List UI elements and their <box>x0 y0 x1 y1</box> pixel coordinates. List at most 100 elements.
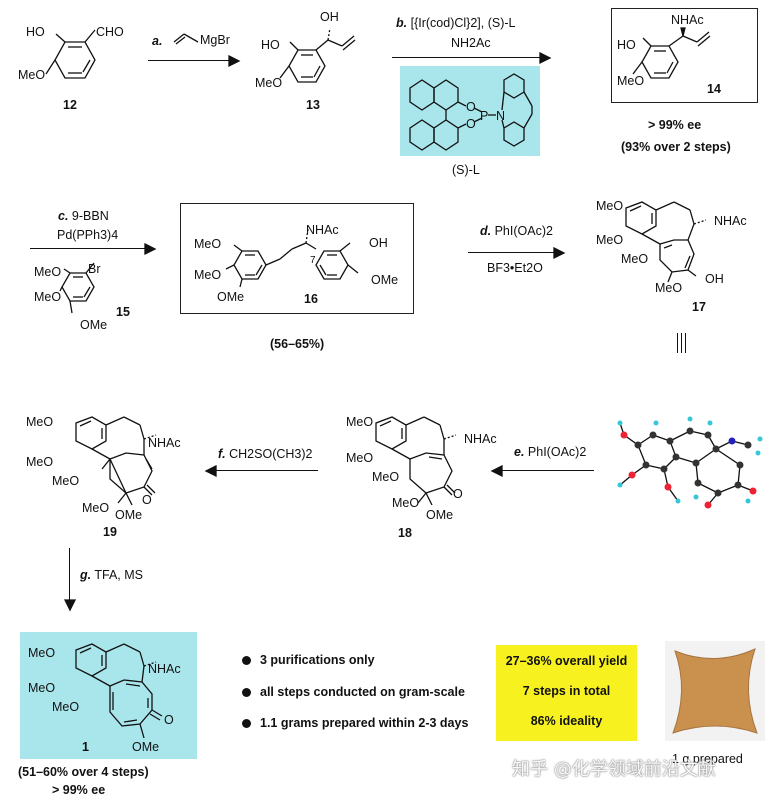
compound-14-substituent-nhac: NHAc <box>671 13 704 27</box>
compound-16-substituent-nhac: NHAc <box>306 223 339 237</box>
product-powder-image <box>672 648 758 734</box>
step-b-reagent1: [{Ir(cod)Cl}2], (S)-L <box>410 16 516 30</box>
compound-13-label: 13 <box>306 98 320 112</box>
compound-15-substituent-meo-2: MeO <box>34 290 62 304</box>
compound-1-substituent-nhac: NHAc <box>148 662 181 676</box>
compound-16-substituent-meo-1: MeO <box>194 237 222 251</box>
compound-1-substituent-ome: OMe <box>132 740 160 754</box>
step-a-arrowhead <box>228 54 241 68</box>
compound-17-substituent-oh: OH <box>705 272 724 286</box>
compound-16-substituent-ome-left: OMe <box>217 290 245 304</box>
step-b-reagent1-line: b. [{Ir(cod)Cl}2], (S)-L <box>396 16 515 30</box>
watermark: 知乎 @化学领域前沿文献 <box>512 759 716 780</box>
ligand-oxygen-2: O <box>466 117 476 131</box>
compound-18-substituent-o: O <box>453 487 463 501</box>
compound-12-substituent-ho: HO <box>26 25 45 39</box>
compound-12-structure <box>45 29 96 79</box>
step-e-arrow <box>497 470 594 472</box>
compound-16-substituent-ome-right: OMe <box>371 273 399 287</box>
compound-15-substituent-ome: OMe <box>80 318 108 332</box>
compound-1-yield: (51–60% over 4 steps) <box>18 765 149 779</box>
bullet-item: 1.1 grams prepared within 2-3 days <box>260 716 469 730</box>
summary-overall-yield: 27–36% overall yield <box>505 654 628 668</box>
step-a-letter: a. <box>152 34 163 48</box>
ligand-phosphorus: P <box>480 109 488 123</box>
compound-16-box <box>180 203 414 314</box>
compound-13-structure <box>279 27 356 83</box>
compound-17-substituent-meo-3: MeO <box>621 252 649 266</box>
step-c-arrowhead <box>144 242 157 256</box>
compound-18-substituent-nhac: NHAc <box>464 432 497 446</box>
compound-14-substituent-meo: MeO <box>617 74 645 88</box>
step-e-reagent: PhI(OAc)2 <box>527 445 587 459</box>
compound-12-substituent-meo: MeO <box>18 68 46 82</box>
compound-1-ee: > 99% ee <box>52 783 106 797</box>
step-g-reagent: TFA, MS <box>94 568 143 582</box>
step-f-arrow <box>211 470 318 472</box>
compound-17-substituent-meo-4: MeO <box>655 281 683 295</box>
step-g-arrowhead <box>63 599 77 612</box>
compound-15-structure <box>59 262 95 314</box>
step-a-reagent: MgBr <box>200 33 230 47</box>
step-g-reagent-line: g. TFA, MS <box>80 568 143 582</box>
step-f-letter: f. <box>218 447 226 461</box>
compound-18-substituent-ome: OMe <box>426 508 454 522</box>
compound-16-substituent-oh: OH <box>369 236 388 250</box>
ligand-oxygen-1: O <box>466 100 476 114</box>
summary-ideality: 86% ideality <box>530 714 603 728</box>
bullet-dot <box>242 656 251 665</box>
bullet-item: all steps conducted on gram-scale <box>260 685 465 699</box>
compound-13-substituent-meo: MeO <box>255 76 283 90</box>
compound-19-substituent-ome: OMe <box>115 508 143 522</box>
step-g-letter: g. <box>80 568 92 582</box>
compound-14-yield: (93% over 2 steps) <box>621 140 731 154</box>
step-c-reagent1-line: c. 9-BBN <box>58 209 109 223</box>
equivalence-bar-3 <box>685 333 687 353</box>
step-c-letter: c. <box>58 209 69 223</box>
compound-1-label: 1 <box>82 740 89 754</box>
equivalence-bar-1 <box>677 333 679 353</box>
step-d-reagent1: PhI(OAc)2 <box>494 224 553 238</box>
step-e-reagent-line: e. PhI(OAc)2 <box>514 445 586 459</box>
compound-19-label: 19 <box>103 525 117 539</box>
compound-18-substituent-meo-2: MeO <box>346 451 374 465</box>
vinyl-icon <box>173 33 199 45</box>
step-d-arrow <box>468 252 561 254</box>
ligand-nitrogen: N <box>496 109 505 123</box>
compound-19-structure <box>75 416 157 506</box>
compound-1-substituent-meo-2: MeO <box>28 681 56 695</box>
compound-12-substituent-cho: CHO <box>96 25 124 39</box>
compound-19-substituent-meo-2: MeO <box>26 455 54 469</box>
compound-17-label: 17 <box>692 300 706 314</box>
step-d-arrowhead <box>553 246 566 260</box>
compound-13-substituent-oh: OH <box>320 10 339 24</box>
step-b-letter: b. <box>396 16 408 30</box>
compound-14-substituent-ho: HO <box>617 38 636 52</box>
compound-14-ee: > 99% ee <box>648 118 702 132</box>
step-c-arrow <box>30 248 152 250</box>
xray-crystal-structure <box>617 416 763 509</box>
summary-box: 27–36% overall yield 7 steps in total 86… <box>496 645 637 741</box>
compound-19-substituent-meo-3: MeO <box>52 474 80 488</box>
compound-1-substituent-o: O <box>164 713 174 727</box>
compound-16-structure <box>225 228 359 288</box>
compound-15-substituent-br: Br <box>88 262 101 276</box>
bullet-item: 3 purifications only <box>260 653 375 667</box>
compound-14-label: 14 <box>707 82 721 96</box>
product-photo <box>665 641 765 741</box>
summary-steps: 7 steps in total <box>522 684 611 698</box>
step-f-arrowhead <box>204 464 217 478</box>
compound-18-substituent-meo-3: MeO <box>372 470 400 484</box>
ligand-structure: O O P N <box>409 73 533 151</box>
compound-18-substituent-meo-1: MeO <box>346 415 374 429</box>
step-e-arrowhead <box>490 464 503 478</box>
equivalence-bar-2 <box>681 333 683 353</box>
compound-19-substituent-nhac: NHAc <box>148 436 181 450</box>
compound-16-substituent-meo-2: MeO <box>194 268 222 282</box>
step-e-letter: e. <box>514 445 525 459</box>
ligand-label: (S)-L <box>452 163 480 177</box>
compound-17-substituent-meo-1: MeO <box>596 199 624 213</box>
compound-18-structure <box>375 416 457 506</box>
step-d-reagent2: BF3•Et2O <box>487 261 543 275</box>
bullet-dot <box>242 719 251 728</box>
